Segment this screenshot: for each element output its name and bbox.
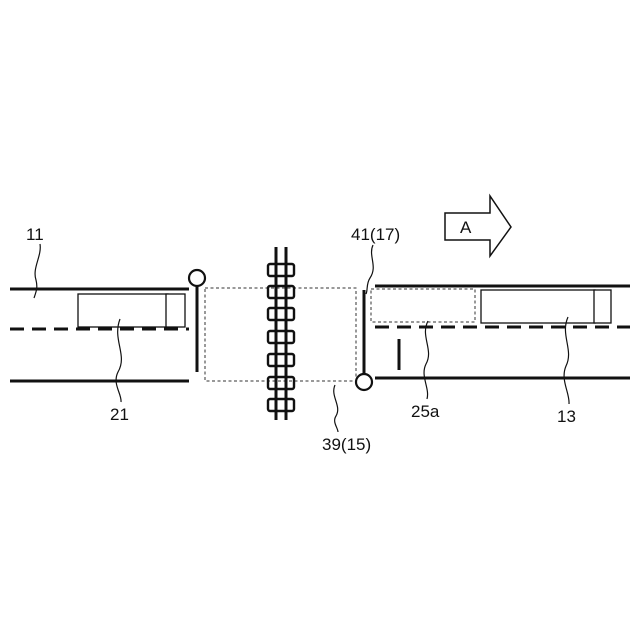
railway-tie xyxy=(268,308,294,320)
railway-ties xyxy=(268,264,294,411)
vehicle-right-body xyxy=(481,290,595,323)
direction-arrow: A xyxy=(445,196,511,256)
vehicle-left-cab xyxy=(166,294,185,327)
railway-track xyxy=(268,247,294,420)
label-vehicle-left: 21 xyxy=(110,405,129,424)
railway-tie xyxy=(268,264,294,276)
label-gate-right: 41(17) xyxy=(351,225,400,244)
railway-tie xyxy=(268,354,294,366)
leader-crossing-area xyxy=(334,385,338,432)
leader-vehicle-ghost xyxy=(424,321,429,399)
leader-lines xyxy=(34,244,569,432)
label-road-left: 11 xyxy=(26,225,44,244)
vehicle-ghost xyxy=(371,289,475,322)
railway-tie xyxy=(268,377,294,389)
vehicle-right-cab xyxy=(594,290,611,323)
leader-vehicle-left xyxy=(116,319,121,402)
gate-left-post xyxy=(189,270,205,286)
vehicle-left-body xyxy=(78,294,168,327)
label-road-right: 13 xyxy=(557,407,576,426)
railway-tie xyxy=(268,331,294,343)
label-crossing-area: 39(15) xyxy=(322,435,371,454)
gate-right-post xyxy=(356,374,372,390)
gate-right xyxy=(356,290,372,390)
vehicle-right xyxy=(481,290,611,323)
label-vehicle-ghost: 25a xyxy=(411,402,440,421)
railway-tie xyxy=(268,399,294,411)
leader-gate-right xyxy=(366,245,373,294)
gate-left xyxy=(189,270,205,372)
leader-vehicle-right xyxy=(564,317,569,404)
direction-label: A xyxy=(460,218,472,237)
vehicle-left xyxy=(78,294,185,327)
